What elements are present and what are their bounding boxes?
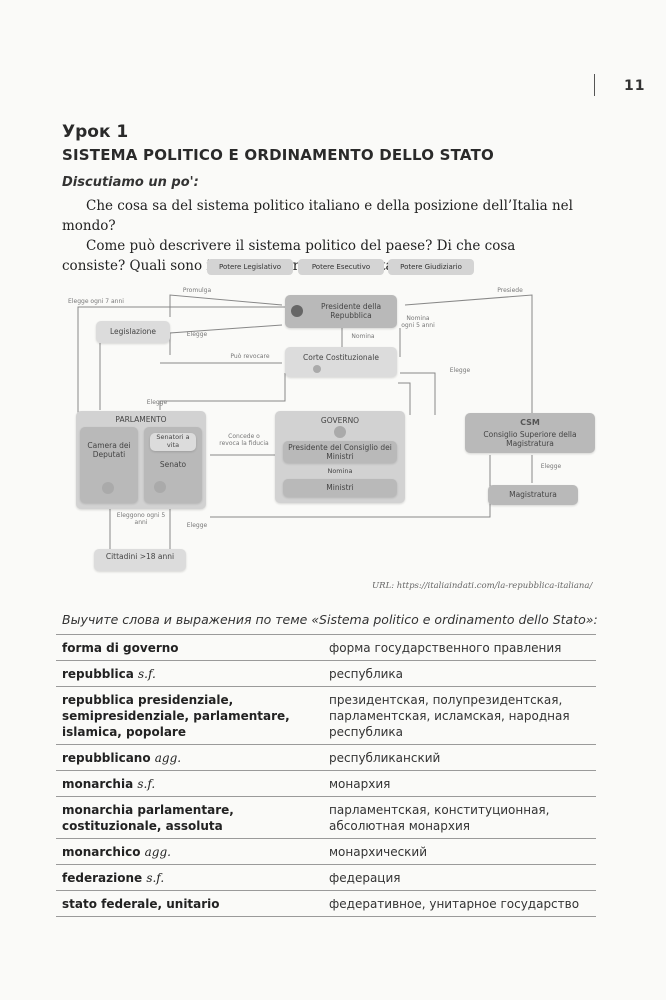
- table-row: repubblica s.f. республика: [56, 661, 596, 687]
- vocab-russian: парламентская, конституционная, абсолютн…: [329, 803, 550, 833]
- senato-label: Senato: [159, 460, 187, 469]
- table-row: repubblicano agg. республиканский: [56, 745, 596, 771]
- csm-box: CSM Consiglio Superiore della Magistratu…: [465, 413, 595, 453]
- table-row: monarchia parlamentare, costituzionale, …: [56, 797, 596, 839]
- quirinale-emblem-icon: [291, 305, 303, 317]
- vocab-task: Выучите слова и выражения по теме «Siste…: [62, 612, 598, 627]
- power-legislativo: Potere Legislativo: [207, 259, 293, 275]
- senatori-a-vita: Senatori a vita: [150, 433, 196, 451]
- page-number: 11: [624, 78, 646, 94]
- source-url: URL: https://italiaindati.com/la-repubbl…: [372, 581, 593, 591]
- vocab-term: repubblicano: [62, 751, 151, 765]
- power-giudiziario: Potere Giudiziario: [388, 259, 474, 275]
- label-nomina: Nomina: [351, 333, 375, 340]
- vocab-term: monarchia: [62, 777, 134, 791]
- vocab-italian: federazione s.f.: [56, 865, 323, 891]
- vocab-italian: repubblicano agg.: [56, 745, 323, 771]
- power-esecutivo: Potere Esecutivo: [298, 259, 384, 275]
- diagram-connectors: [77, 294, 533, 550]
- question-line-1: Che cosa sa del sistema politico italian…: [62, 198, 573, 234]
- parlamento-box: PARLAMENTO Camera dei Deputati Senatori …: [76, 411, 206, 509]
- vocab-italian: repubblica s.f.: [56, 661, 323, 687]
- cittadini-box: Cittadini >18 anni: [94, 549, 186, 571]
- label-elegge-bottom: Elegge: [186, 522, 208, 529]
- presidente-consiglio: Presidente del Consiglio dei Ministri: [283, 441, 397, 463]
- vocab-italian: repubblica presidenziale, semipresidenzi…: [56, 687, 323, 745]
- vocab-grammar: agg.: [144, 845, 171, 859]
- label-eleggono: Eleggono ogni 5 anni: [116, 512, 166, 526]
- vocab-russian: федеративное, унитарное государство: [329, 897, 580, 911]
- page-divider: [594, 74, 595, 96]
- label-elegge-mag: Elegge: [540, 463, 562, 470]
- vocab-term: monarchia parlamentare, costituzionale, …: [62, 803, 234, 833]
- governo-emblem-icon: [334, 426, 346, 438]
- vocab-grammar: s.f.: [138, 667, 156, 681]
- csm-logo-icon: CSM: [520, 418, 540, 427]
- vocab-italian: monarchia s.f.: [56, 771, 323, 797]
- vocab-italian: forma di governo: [56, 635, 323, 661]
- vocab-italian: monarchia parlamentare, costituzionale, …: [56, 797, 323, 839]
- vocab-term: federazione: [62, 871, 143, 885]
- corte-logo-icon: [313, 365, 321, 373]
- senato-logo-icon: [154, 481, 166, 493]
- parlamento-label: PARLAMENTO: [115, 415, 167, 424]
- table-row: federazione s.f. федерация: [56, 865, 596, 891]
- vocab-russian: президентская, полупрезидентская, парлам…: [329, 693, 570, 739]
- governo-label: GOVERNO: [320, 416, 360, 425]
- vocab-italian: stato federale, unitario: [56, 891, 323, 917]
- label-elegge-corte: Elegge: [186, 331, 208, 338]
- lesson-title: Урок 1: [62, 122, 129, 142]
- vocab-russian: республиканский: [329, 751, 441, 765]
- vocab-russian: монархический: [329, 845, 428, 859]
- vocab-term: stato federale, unitario: [62, 897, 220, 911]
- lesson-heading: SISTEMA POLITICO E ORDINAMENTO DELLO STA…: [62, 146, 494, 164]
- vocab-term: forma di governo: [62, 641, 179, 655]
- vocab-russian: форма государственного правления: [329, 641, 562, 655]
- table-row: stato federale, unitario федеративное, ун…: [56, 891, 596, 917]
- vocab-italian: monarchico agg.: [56, 839, 323, 865]
- legislazione-box: Legislazione: [96, 321, 170, 343]
- vocab-table: forma di governo форма государственного п…: [56, 634, 596, 917]
- vocab-grammar: agg.: [154, 751, 182, 765]
- label-elegge-parl: Elegge: [146, 399, 168, 406]
- vocab-term: monarchico: [62, 845, 141, 859]
- camera-box: Camera dei Deputati: [80, 427, 138, 503]
- presidente-label: Presidente della Repubblica: [320, 302, 382, 320]
- state-structure-diagram: Potere Legislativo Potere Esecutivo Pote…: [60, 255, 610, 577]
- label-nomina-ministri: Nomina: [327, 467, 353, 475]
- table-row: monarchia s.f. монархия: [56, 771, 596, 797]
- corte-costituzionale: Corte Costituzionale: [285, 347, 397, 377]
- camera-logo-icon: [102, 482, 114, 494]
- label-fiducia: Concede o revoca la fiducia: [219, 433, 269, 447]
- vocab-russian: монархия: [329, 777, 391, 791]
- vocab-russian: республика: [329, 667, 404, 681]
- corte-label: Corte Costituzionale: [303, 353, 379, 362]
- label-presiede: Presiede: [497, 287, 523, 294]
- vocab-grammar: s.f.: [146, 871, 165, 885]
- table-row: repubblica presidenziale, semipresidenzi…: [56, 687, 596, 745]
- label-elegge-7: Elegge ogni 7 anni: [68, 298, 124, 305]
- label-puo-revocare: Può revocare: [230, 353, 270, 360]
- discuss-label: Discutiamo un po':: [62, 175, 199, 190]
- table-row: forma di governo форма государственного п…: [56, 634, 596, 661]
- label-nomina-5: Nomina ogni 5 anni: [401, 315, 435, 329]
- governo-box: GOVERNO Presidente del Consiglio dei Min…: [275, 411, 405, 503]
- label-promulga: Promulga: [182, 287, 212, 294]
- magistratura-box: Magistratura: [488, 485, 578, 505]
- vocab-russian: федерация: [329, 871, 401, 885]
- senato-box: Senatori a vita Senato: [144, 427, 202, 503]
- table-row: monarchico agg. монархический: [56, 839, 596, 865]
- ministri-box: Ministri: [283, 479, 397, 497]
- camera-label: Camera dei Deputati: [87, 441, 131, 459]
- presidente-repubblica: Presidente della Repubblica: [285, 295, 397, 328]
- vocab-grammar: s.f.: [137, 777, 156, 791]
- vocab-term: repubblica presidenziale, semipresidenzi…: [62, 693, 290, 739]
- vocab-term: repubblica: [62, 667, 134, 681]
- csm-label: Consiglio Superiore della Magistratura: [483, 430, 577, 448]
- label-elegge-csm: Elegge: [449, 367, 471, 374]
